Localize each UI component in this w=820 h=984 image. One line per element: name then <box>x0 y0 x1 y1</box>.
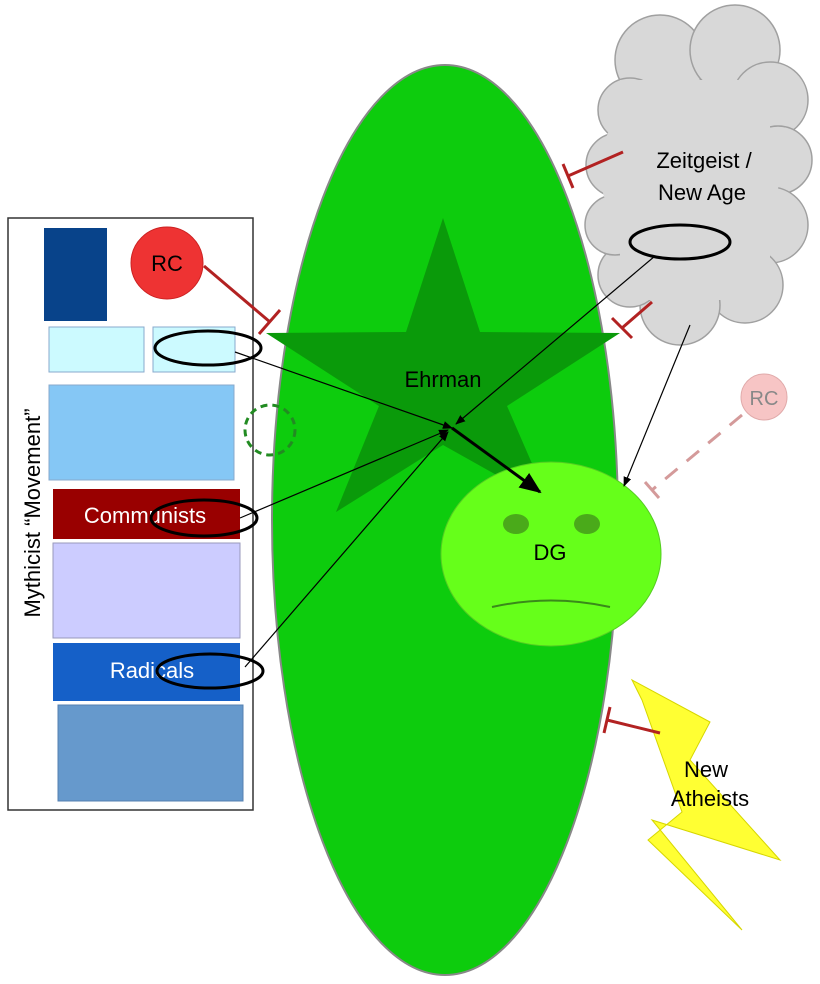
arrow-communists-to-hub <box>239 429 449 519</box>
communists-box <box>53 489 240 539</box>
dg-face <box>440 461 662 647</box>
radicals-halo <box>155 652 265 690</box>
rc-left-label: RC <box>151 251 183 276</box>
new-atheists-label-line2: Atheists <box>671 786 749 811</box>
radicals-label: Radicals <box>110 658 194 683</box>
steel-blue-block <box>57 704 244 802</box>
arrow-radicals-to-hub <box>244 431 449 668</box>
inhibit-zeitgeist-top <box>561 150 624 189</box>
rc-left-circle <box>130 226 204 300</box>
communists-label: Communists <box>84 503 206 528</box>
dg-right-eye <box>574 514 600 534</box>
zeitgeist-halo <box>628 223 732 261</box>
pale-cyan-block-left <box>48 326 145 373</box>
inhibit-zeitgeist-mid <box>610 300 653 340</box>
arrow-hub-to-dg <box>451 426 542 494</box>
dashed-green-circle <box>243 403 297 457</box>
lavender-block <box>52 542 241 639</box>
zeitgeist-label-line1: Zeitgeist / <box>656 148 752 173</box>
inhibit-rc-left <box>203 264 282 335</box>
arrow-cyan-to-hub <box>234 351 453 429</box>
dg-label: DG <box>534 540 567 565</box>
zeitgeist-label-line2: New Age <box>658 180 746 205</box>
dg-left-eye <box>503 514 529 534</box>
rc-right-circle <box>740 373 788 421</box>
inhibit-rc-right <box>643 413 743 499</box>
new-atheists-bolt <box>630 678 782 931</box>
new-atheists-label-line1: New <box>684 757 728 782</box>
arrow-cloud-to-dg <box>623 324 691 487</box>
ehrman-label: Ehrman <box>404 367 481 392</box>
arrow-zeitgeist-to-hub <box>455 255 656 425</box>
dg-mouth <box>491 599 611 608</box>
light-blue-block <box>48 384 235 481</box>
pale-cyan-halo <box>153 329 263 367</box>
dark-blue-block <box>44 228 107 321</box>
inhibit-new-atheists <box>602 706 661 735</box>
mythicist-title: Mythicist “Movement” <box>20 408 45 617</box>
communists-halo <box>149 498 259 538</box>
zeitgeist-cloud-fill <box>600 80 780 300</box>
rc-right-label: RC <box>750 388 779 410</box>
ehrman-star <box>266 218 620 512</box>
